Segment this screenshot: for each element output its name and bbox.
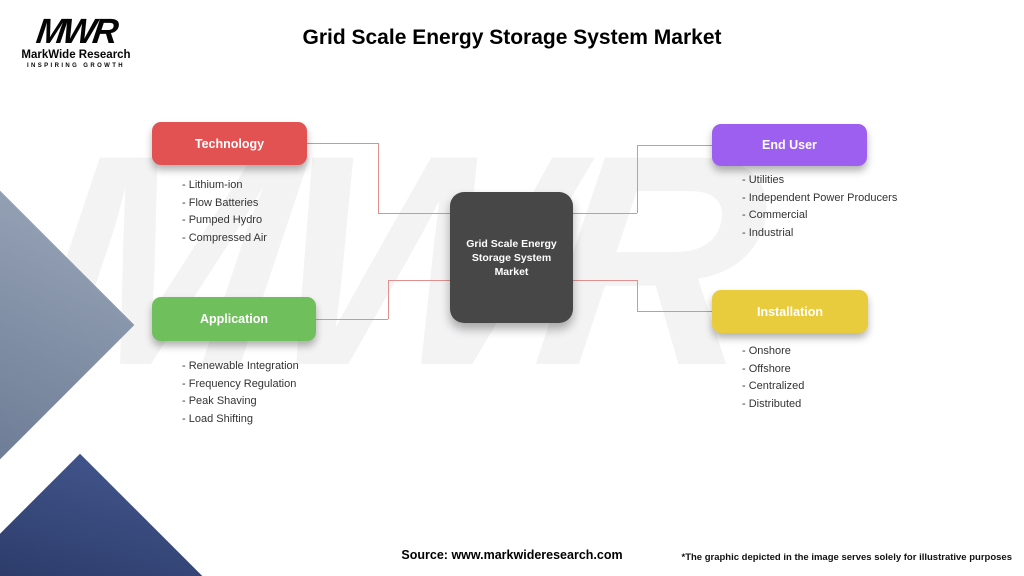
branch-label-application: Application: [199, 312, 269, 326]
branch-list-end-user: - Utilities - Independent Power Producer…: [742, 172, 897, 242]
branch-label-technology: Technology: [194, 136, 265, 151]
page-title: Grid Scale Energy Storage System Market: [302, 26, 722, 49]
list-item: - Industrial: [742, 226, 794, 239]
list-item: - Onshore: [742, 345, 791, 357]
list-item: - Utilities: [742, 174, 785, 186]
branch-list-installation: - Onshore - Offshore - Centralized - Dis…: [742, 343, 804, 413]
branch-box-installation: Installation: [712, 290, 868, 333]
source-url: www.markwideresearch.com: [451, 548, 623, 562]
branch-box-application: Application: [152, 297, 316, 341]
list-item: - Flow Batteries: [182, 196, 259, 209]
list-item: - Pumped Hydro: [182, 214, 263, 227]
branch-box-technology: Technology: [152, 122, 307, 165]
markwide-logo: MWR MarkWide Research INSPIRING GROWTH: [20, 12, 132, 69]
center-node-market: Grid Scale Energy Storage System Market: [450, 192, 573, 323]
connector-segment: [307, 143, 378, 144]
list-item: - Offshore: [742, 362, 791, 375]
list-item: - Distributed: [742, 397, 802, 410]
list-item: - Commercial: [742, 209, 808, 222]
connector-segment: [637, 280, 638, 311]
list-item: - Load Shifting: [182, 412, 253, 425]
list-item: - Lithium-ion: [182, 179, 243, 191]
list-item: - Renewable Integration: [182, 360, 299, 372]
source-line: Source: www.markwideresearch.com: [0, 548, 1024, 562]
connector-segment: [316, 319, 388, 320]
connector-segment: [573, 213, 637, 214]
branch-label-end-user: End User: [762, 138, 817, 152]
center-node-label: Grid Scale Energy Storage System Market: [466, 237, 557, 278]
logo-tagline: INSPIRING GROWTH: [26, 63, 126, 69]
list-item: - Peak Shaving: [182, 395, 257, 408]
list-item: - Frequency Regulation: [182, 377, 297, 390]
connector-segment: [378, 213, 450, 214]
branch-label-installation: Installation: [757, 304, 823, 319]
corner-decoration-gray-diamond: [0, 190, 135, 460]
branch-list-technology: - Lithium-ion - Flow Batteries - Pumped …: [182, 177, 267, 247]
branch-list-application: - Renewable Integration - Frequency Regu…: [182, 358, 299, 428]
disclaimer-text: *The graphic depicted in the image serve…: [681, 552, 1013, 563]
list-item: - Centralized: [742, 380, 805, 393]
branch-box-end-user: End User: [712, 124, 867, 166]
logo-company-name: MarkWide Research: [21, 49, 131, 61]
connector-segment: [637, 311, 712, 312]
connector-segment: [637, 145, 712, 146]
source-label: Source:: [401, 548, 448, 562]
connector-segment: [637, 145, 638, 213]
connector-segment: [388, 280, 389, 319]
connector-segment: [573, 280, 637, 281]
list-item: - Independent Power Producers: [742, 191, 898, 204]
connector-segment: [378, 143, 379, 213]
connector-segment: [388, 280, 450, 281]
list-item: - Compressed Air: [182, 231, 267, 244]
